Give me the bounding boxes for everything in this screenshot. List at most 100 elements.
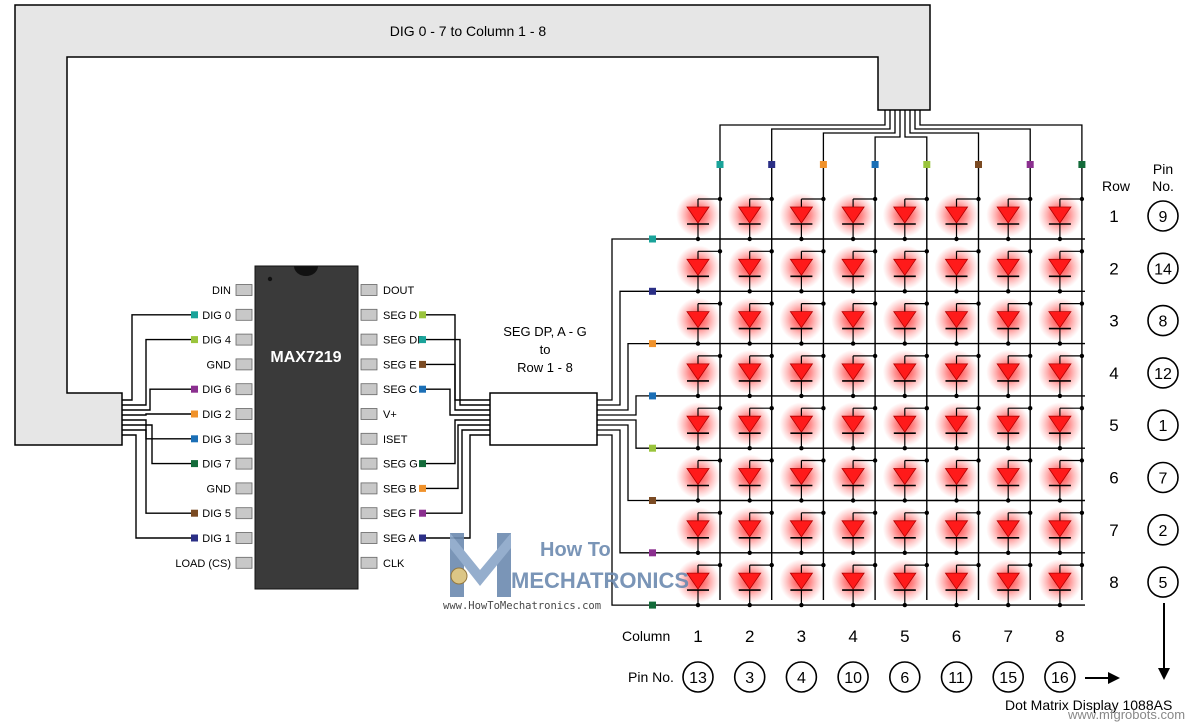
column-pin-circle-7 — [992, 661, 1025, 693]
led-r5-c7 — [986, 402, 1033, 451]
row-pin-7: 2 — [1159, 523, 1168, 540]
chip-right-pin-3 — [360, 358, 378, 371]
row-marker-3 — [649, 340, 656, 348]
led-col-junction — [1028, 301, 1033, 306]
led-triangle — [893, 258, 917, 277]
column-number-3: 3 — [797, 627, 806, 646]
led-col-junction — [1079, 353, 1085, 359]
chip-right-pin-marker-1 — [419, 311, 426, 319]
chip-left-pin-label-9: DIG 5 — [202, 508, 231, 520]
seg-wire-1 — [426, 314, 490, 401]
led-col-junction — [872, 510, 878, 515]
row-pin-8: 5 — [1159, 575, 1168, 592]
row-marker-8 — [649, 601, 656, 609]
led-col-junction — [976, 562, 981, 568]
chip-left-pin-10 — [235, 532, 253, 544]
led-r8-c4 — [831, 559, 878, 608]
row-bus-label-line2: to — [540, 342, 551, 357]
led-col-junction — [717, 510, 723, 515]
led-triangle — [944, 520, 969, 538]
led-r6-c5 — [882, 454, 929, 503]
led-triangle — [737, 206, 762, 224]
column-pin-circle-6 — [940, 661, 973, 693]
led-row-junction — [1006, 236, 1011, 242]
howtomechatronics-logo: How To MECHATRONICS www.HowToMechatronic… — [443, 533, 689, 612]
column-number-6: 6 — [952, 627, 961, 646]
led-triangle — [789, 206, 814, 224]
led-col-junction — [924, 249, 929, 254]
chip-left-pin-3 — [235, 358, 253, 371]
led-row-junction — [850, 341, 856, 346]
led-triangle — [737, 311, 762, 329]
chip-left-pin-2 — [235, 333, 253, 346]
led-r3-c2 — [727, 297, 774, 346]
led-col-junction — [1079, 406, 1085, 411]
led-r4-c3 — [779, 349, 826, 399]
chip-left-pin-marker-6 — [191, 435, 198, 443]
led-triangle — [996, 311, 1020, 329]
column-pin-circle-5 — [888, 661, 921, 693]
led-col-junction — [1028, 458, 1033, 463]
led-r5-c3 — [779, 402, 826, 451]
row-feed-5 — [597, 419, 649, 449]
led-col-junction — [976, 353, 981, 359]
logo-url: www.HowToMechatronics.com — [443, 600, 601, 612]
led-r5-c4 — [831, 402, 878, 451]
led-row-junction — [799, 602, 804, 608]
led-row-junction — [1057, 550, 1063, 555]
chip-left-pin-label-11: LOAD (CS) — [175, 558, 231, 570]
led-row-junction — [747, 289, 752, 294]
led-col-junction — [1028, 406, 1033, 411]
led-row-junction — [695, 446, 701, 451]
led-row-junction — [695, 289, 701, 294]
column-pin-4: 10 — [844, 670, 862, 687]
chip-notch — [294, 266, 318, 276]
column-bus-cable — [14, 4, 931, 446]
led-row-junction — [902, 341, 907, 346]
led-col-junction — [821, 406, 826, 411]
led-row-junction — [695, 393, 701, 399]
led-triangle — [789, 468, 814, 486]
led-triangle — [686, 572, 710, 590]
led-col-junction — [717, 301, 723, 306]
led-r4-c5 — [882, 349, 929, 399]
led-r3-c4 — [831, 297, 878, 346]
led-row-junction — [902, 602, 907, 608]
led-r7-c6 — [934, 506, 981, 555]
chip-left-pin-8 — [235, 482, 253, 495]
led-triangle — [841, 258, 865, 277]
column-number-2: 2 — [745, 627, 754, 646]
led-row-junction — [850, 289, 856, 294]
led-row-junction — [850, 550, 856, 555]
led-r3-c5 — [882, 297, 929, 346]
chip-right-pin-4 — [360, 383, 378, 396]
led-col-junction — [872, 196, 878, 202]
led-col-junction — [1028, 510, 1033, 515]
chip-right-pin-label-1: SEG D — [383, 310, 417, 322]
led-triangle — [996, 363, 1020, 381]
row-feed-4 — [597, 395, 649, 416]
seg-wire-3 — [426, 363, 490, 411]
led-row-junction — [850, 446, 856, 451]
row-marker-2 — [649, 287, 656, 295]
chip-right-pin-label-4: SEG C — [383, 384, 417, 396]
led-r8-c7 — [986, 559, 1033, 608]
chip-right-pin-marker-3 — [419, 360, 426, 368]
chip-right-pin-label-5: V+ — [383, 409, 397, 421]
row-pin-6: 7 — [1159, 471, 1168, 488]
led-r1-c4 — [831, 193, 878, 242]
led-row-junction — [850, 498, 856, 503]
chip-left-pin-5 — [235, 408, 253, 420]
column-feed-2 — [771, 110, 891, 163]
led-row-junction — [695, 341, 701, 346]
led-col-junction — [1079, 562, 1085, 568]
led-r3-c3 — [779, 297, 826, 346]
seg-wire-4 — [426, 388, 490, 416]
led-col-junction — [821, 510, 826, 515]
led-col-junction — [924, 301, 929, 306]
row-feed-3 — [597, 342, 649, 411]
column-bus-label: DIG 0 - 7 to Column 1 - 8 — [390, 23, 547, 39]
led-col-junction — [717, 196, 723, 202]
chip-left-pin-label-3: GND — [207, 359, 232, 371]
led-triangle — [996, 415, 1020, 433]
